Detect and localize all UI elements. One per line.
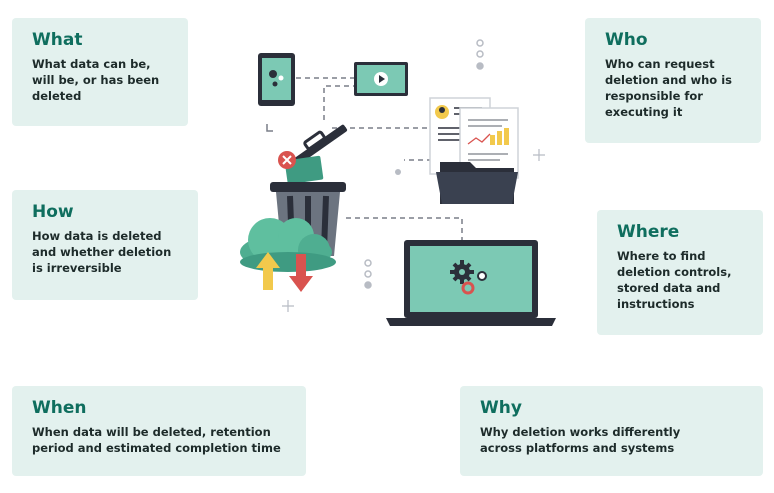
card-how-title: How xyxy=(32,202,74,222)
download-arrow-icon xyxy=(289,254,313,292)
corner-mark xyxy=(266,124,273,132)
card-what-title: What xyxy=(32,30,83,50)
tablet-icon xyxy=(258,53,295,106)
decorative-dot xyxy=(395,169,401,175)
gear-small-icon xyxy=(477,271,487,281)
card-where: Where Where to find deletion controls, s… xyxy=(597,210,763,335)
card-when-body: When data will be deleted, retention per… xyxy=(32,425,281,455)
card-why-body: Why deletion works differently across pl… xyxy=(480,425,681,455)
gear-red-icon xyxy=(461,281,475,295)
video-player-icon xyxy=(354,62,408,96)
cloud-upload-download-icon xyxy=(240,218,336,292)
card-where-body: Where to find deletion controls, stored … xyxy=(617,249,732,311)
card-what: What What data can be, will be, or has b… xyxy=(12,18,188,126)
upload-arrow-icon xyxy=(256,252,280,290)
card-what-body: What data can be, will be, or has been d… xyxy=(32,57,160,103)
card-how-body: How data is deleted and whether deletion… xyxy=(32,229,172,275)
dashed-connectors xyxy=(296,77,463,240)
card-when: When When data will be deleted, retentio… xyxy=(12,386,306,476)
card-who-body: Who can request deletion and who is resp… xyxy=(605,57,732,119)
laptop-settings-icon xyxy=(386,240,556,326)
card-why: Why Why deletion works differently acros… xyxy=(460,386,763,476)
card-who-title: Who xyxy=(605,30,648,50)
sparkle-icon xyxy=(282,149,545,312)
card-where-title: Where xyxy=(617,222,680,242)
card-when-title: When xyxy=(32,398,87,418)
card-why-title: Why xyxy=(480,398,522,418)
card-how: How How data is deleted and whether dele… xyxy=(12,190,198,300)
card-who: Who Who can request deletion and who is … xyxy=(585,18,761,143)
decorative-dots-mid xyxy=(364,259,372,289)
gear-icon xyxy=(450,260,474,284)
decorative-dots-top xyxy=(476,39,484,70)
folder-icon xyxy=(436,162,518,204)
